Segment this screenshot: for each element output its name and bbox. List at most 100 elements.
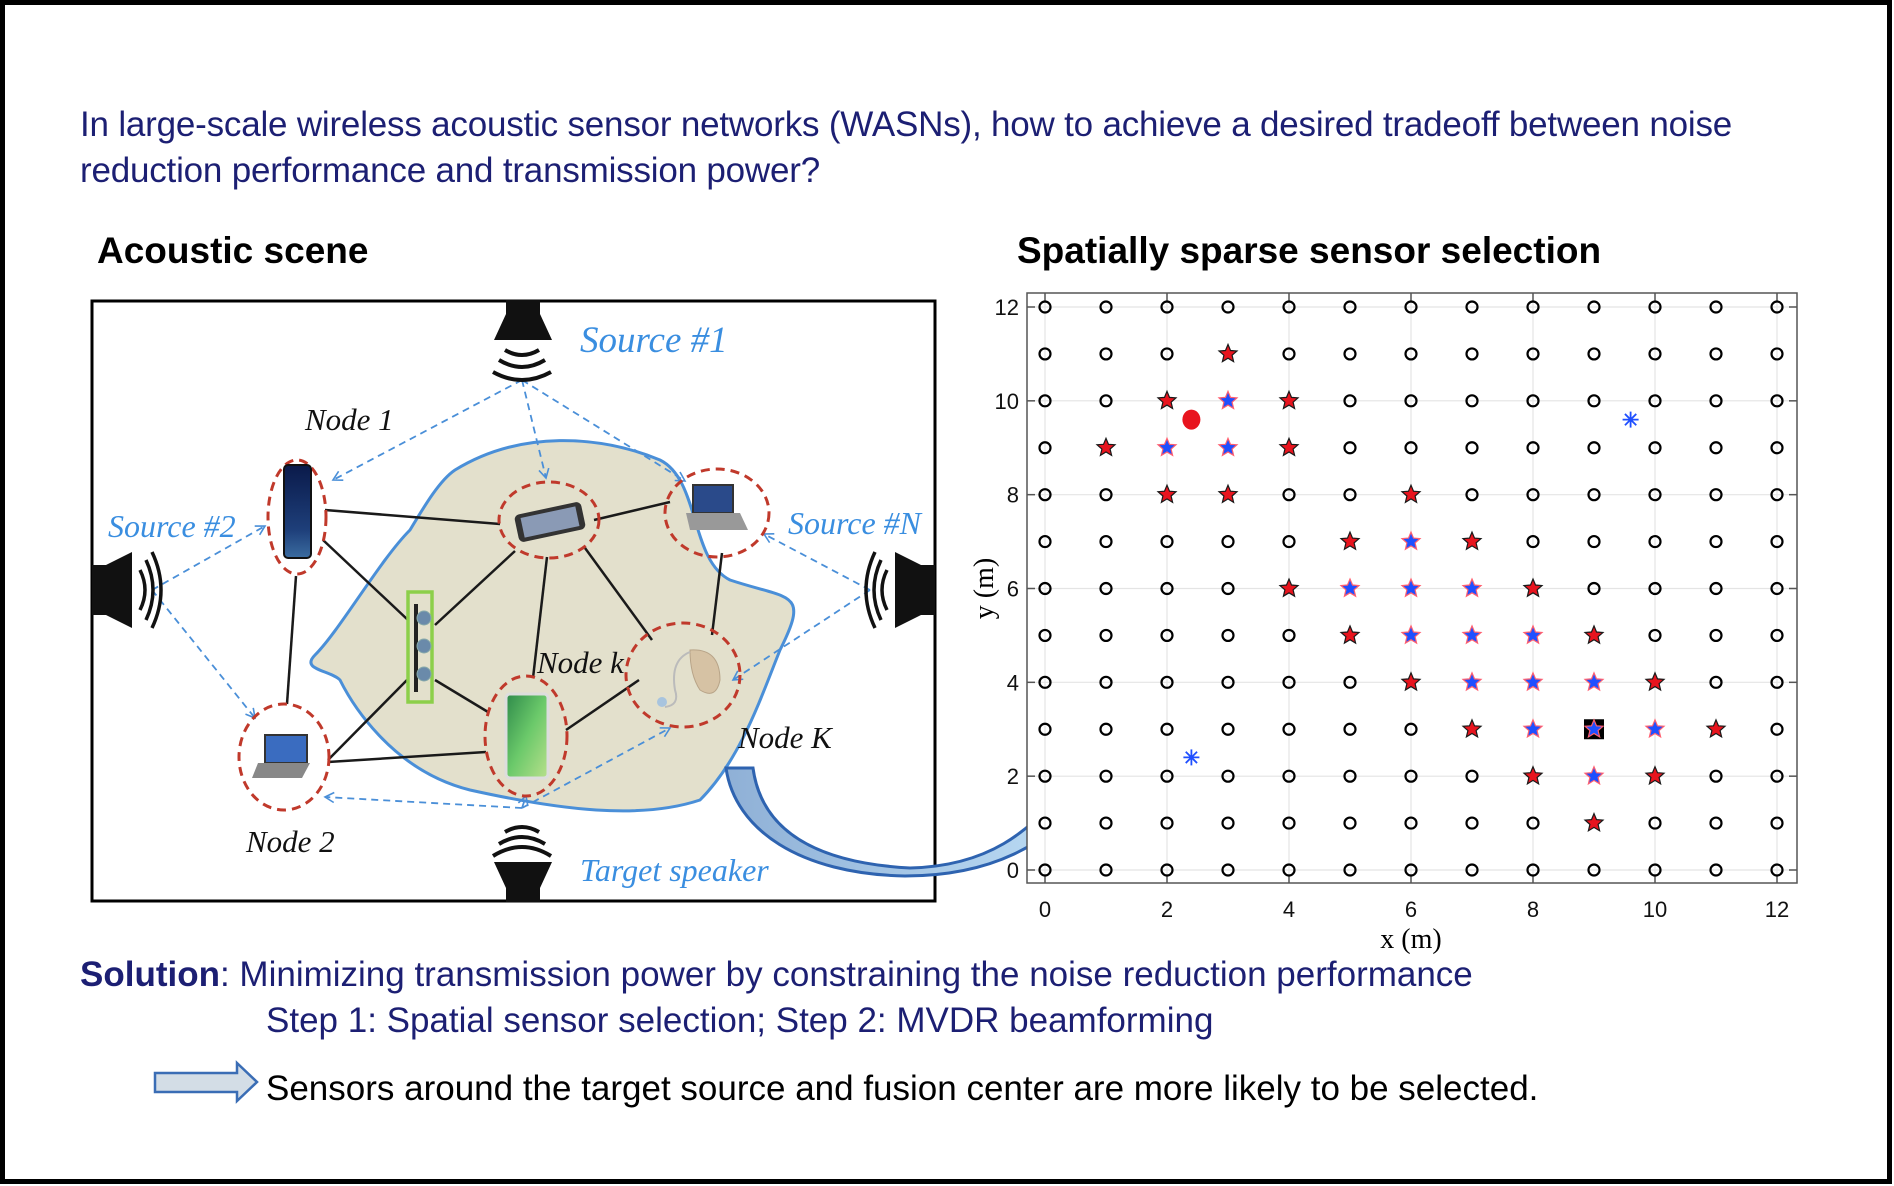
candidate-sensor-point	[1526, 347, 1540, 361]
candidate-sensor-point	[1038, 816, 1052, 830]
hearing-aid-icon	[657, 649, 721, 708]
candidate-sensor-point	[1221, 628, 1235, 643]
solution-label: Solution	[80, 955, 220, 994]
candidate-sensor-point	[1770, 441, 1784, 455]
selected-sensor-red-point	[1644, 671, 1666, 692]
candidate-sensor-point	[1282, 769, 1296, 783]
candidate-sensor-point	[1709, 300, 1723, 314]
candidate-sensor-point	[1038, 441, 1052, 455]
candidate-sensor-point	[1343, 300, 1357, 314]
candidate-sensor-point	[1648, 534, 1662, 549]
y-tick-label: 0	[1007, 858, 1019, 883]
candidate-sensor-point	[1587, 863, 1601, 877]
selected-sensor-blue-point	[1156, 436, 1178, 457]
candidate-sensor-point	[1099, 769, 1113, 783]
interferer-point	[1622, 411, 1639, 428]
x-tick-label: 2	[1161, 897, 1173, 922]
candidate-sensor-point	[1465, 300, 1479, 314]
solution-text: : Minimizing transmission power by const…	[219, 955, 1473, 994]
selected-sensor-red-point	[1583, 812, 1605, 833]
candidate-sensor-point	[1221, 581, 1235, 596]
candidate-sensor-point	[1709, 628, 1723, 643]
candidate-sensor-point	[1099, 863, 1113, 877]
node-k-label: Node k	[536, 645, 625, 680]
y-tick-label: 10	[995, 389, 1019, 414]
candidate-sensor-point	[1770, 534, 1784, 549]
candidate-sensor-point	[1709, 816, 1723, 830]
candidate-sensor-point	[1160, 722, 1174, 736]
candidate-sensor-point	[1770, 863, 1784, 877]
candidate-sensor-point	[1770, 628, 1784, 643]
candidate-sensor-point	[1038, 534, 1052, 549]
candidate-sensor-point	[1282, 816, 1296, 830]
candidate-sensor-point	[1038, 675, 1052, 689]
candidate-sensor-point	[1343, 441, 1357, 455]
selected-sensor-blue-point	[1583, 718, 1605, 739]
candidate-sensor-point	[1221, 863, 1235, 877]
candidate-sensor-point	[1343, 816, 1357, 830]
node-K-hearing-aid	[624, 621, 742, 729]
candidate-sensor-point	[1343, 347, 1357, 361]
selected-sensor-red-point	[1278, 436, 1300, 457]
selected-sensor-red-point	[1156, 389, 1178, 410]
selected-sensor-red-point	[1522, 765, 1544, 786]
y-axis-label: y (m)	[969, 558, 1000, 619]
candidate-sensor-point	[1221, 534, 1235, 549]
source-1-label: Source #1	[580, 320, 728, 361]
x-tick-label: 8	[1527, 897, 1539, 922]
candidate-sensor-point	[1648, 347, 1662, 361]
candidate-sensor-point	[1770, 722, 1784, 736]
selected-sensor-red-point	[1583, 624, 1605, 645]
candidate-sensor-point	[1404, 347, 1418, 361]
candidate-sensor-point	[1770, 488, 1784, 502]
candidate-sensor-point	[1648, 816, 1662, 830]
selected-sensor-red-point	[1400, 483, 1422, 504]
candidate-sensor-point	[1221, 675, 1235, 689]
candidate-sensor-point	[1404, 441, 1418, 455]
candidate-sensor-point	[1465, 394, 1479, 408]
candidate-sensor-point	[1770, 347, 1784, 361]
chart-marks	[1038, 300, 1784, 877]
selected-sensor-blue-point	[1461, 624, 1483, 645]
source-n-speaker-icon	[864, 551, 935, 629]
candidate-sensor-point	[1221, 816, 1235, 830]
candidate-sensor-point	[1160, 816, 1174, 830]
candidate-sensor-point	[1099, 675, 1113, 689]
candidate-sensor-point	[1160, 628, 1174, 643]
candidate-sensor-point	[1099, 534, 1113, 549]
candidate-sensor-point	[1343, 722, 1357, 736]
candidate-sensor-point	[1038, 581, 1052, 596]
candidate-sensor-point	[1770, 581, 1784, 596]
candidate-sensor-point	[1709, 769, 1723, 783]
fusion-center-microphone-array	[406, 590, 434, 704]
candidate-sensor-point	[1648, 628, 1662, 643]
candidate-sensor-point	[1709, 863, 1723, 877]
candidate-sensor-point	[1465, 488, 1479, 502]
candidate-sensor-point	[1282, 628, 1296, 643]
conclusion-text: Sensors around the target source and fus…	[266, 1069, 1539, 1108]
candidate-sensor-point	[1587, 347, 1601, 361]
source-1-speaker-icon	[492, 300, 552, 382]
candidate-sensor-point	[1282, 675, 1296, 689]
candidate-sensor-point	[1648, 581, 1662, 596]
candidate-sensor-point	[1160, 769, 1174, 783]
candidate-sensor-point	[1160, 347, 1174, 361]
target-speaker-icon	[491, 825, 553, 902]
candidate-sensor-point	[1648, 441, 1662, 455]
candidate-sensor-point	[1526, 300, 1540, 314]
solution-statement: Solution: Minimizing transmission power …	[80, 952, 1473, 998]
candidate-sensor-point	[1709, 534, 1723, 549]
candidate-sensor-point	[1587, 488, 1601, 502]
candidate-sensor-point	[1404, 394, 1418, 408]
candidate-sensor-point	[1465, 347, 1479, 361]
candidate-sensor-point	[1709, 394, 1723, 408]
selected-sensor-blue-point	[1583, 671, 1605, 692]
candidate-sensor-point	[1587, 394, 1601, 408]
selected-sensor-red-point	[1400, 671, 1422, 692]
node-K-label: Node K	[737, 720, 834, 755]
selected-sensor-blue-point	[1339, 577, 1361, 598]
candidate-sensor-point	[1648, 488, 1662, 502]
